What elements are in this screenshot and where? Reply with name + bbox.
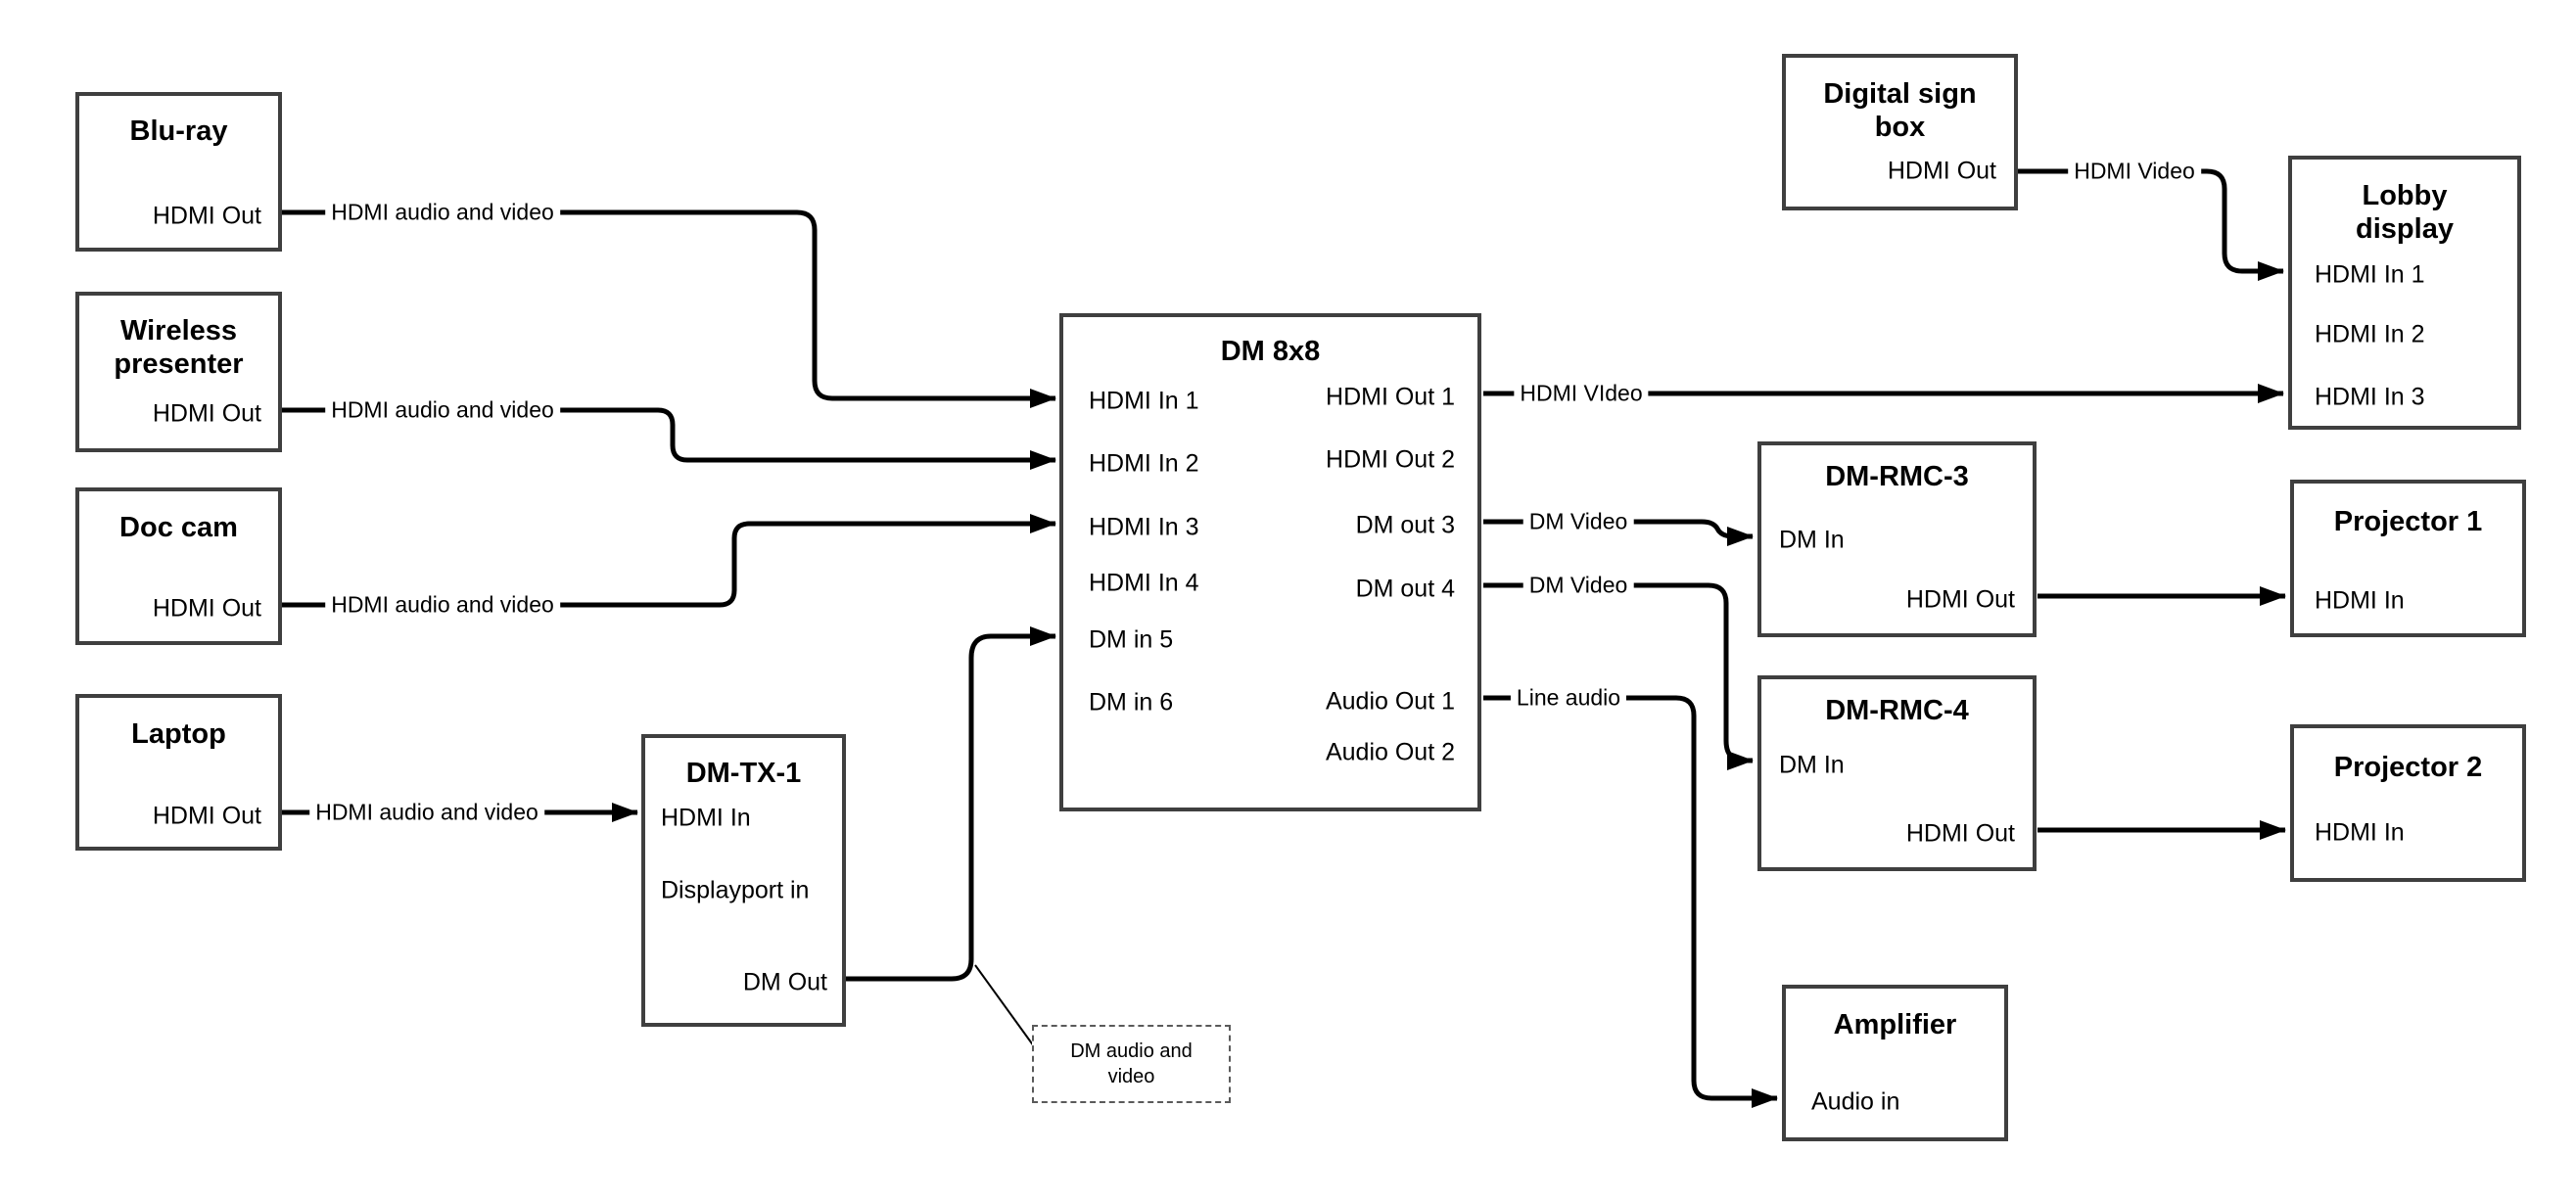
port-lobby-hdmi-in-1: HDMI In 1 — [2315, 260, 2425, 289]
edge-label-line-audio: Line audio — [1510, 684, 1627, 712]
wire-dm8x8-aout1-to-amp — [1483, 695, 1778, 1108]
wire-wireless-to-dm8x8-in2 — [281, 407, 1056, 470]
port-dm8x8-hdmi-in-2: HDMI In 2 — [1089, 449, 1199, 478]
node-doccam-title: Doc cam — [119, 511, 238, 543]
node-signbox-title: Digital sign box — [1823, 77, 1977, 143]
edge-label-hdmi-video-sign: HDMI Video — [2068, 158, 2201, 185]
port-dm8x8-hdmi-in-4: HDMI In 4 — [1089, 569, 1199, 597]
node-lobby-title: Lobby display — [2356, 179, 2454, 245]
node-dm8x8-title: DM 8x8 — [1220, 335, 1321, 367]
port-dm8x8-audio-out-1: Audio Out 1 — [1325, 687, 1455, 716]
node-wireless-presenter[interactable]: Wireless presenter HDMI Out — [75, 292, 282, 452]
port-lobby-hdmi-in-3: HDMI In 3 — [2315, 383, 2425, 411]
port-dm8x8-audio-out-2: Audio Out 2 — [1325, 738, 1455, 766]
port-dm8x8-hdmi-in-3: HDMI In 3 — [1089, 513, 1199, 541]
port-rmc3-dm-in: DM In — [1779, 526, 1845, 554]
node-rmc4-title: DM-RMC-4 — [1825, 694, 1969, 726]
port-doccam-hdmi-out: HDMI Out — [152, 594, 261, 623]
node-dm8x8[interactable]: DM 8x8 HDMI In 1 HDMI In 2 HDMI In 3 HDM… — [1059, 313, 1481, 811]
node-amplifier[interactable]: Amplifier Audio in — [1782, 985, 2008, 1141]
node-projector2-title: Projector 2 — [2333, 751, 2483, 783]
port-rmc3-hdmi-out: HDMI Out — [1905, 585, 2015, 614]
node-rmc3[interactable]: DM-RMC-3 DM In HDMI Out — [1757, 441, 2037, 637]
edge-label-bluray: HDMI audio and video — [325, 199, 560, 226]
port-dmtx1-hdmi-in: HDMI In — [661, 804, 751, 832]
edge-label-dm-video-out4: DM Video — [1522, 572, 1634, 599]
wire-signbox-to-lobby-in1 — [2018, 168, 2284, 281]
node-signbox[interactable]: Digital sign box HDMI Out — [1782, 54, 2018, 210]
port-dm8x8-dm-in-6: DM in 6 — [1089, 688, 1174, 716]
node-dmtx1-title: DM-TX-1 — [685, 757, 802, 789]
annotation-pointer-line — [974, 964, 1035, 1047]
port-bluray-hdmi-out: HDMI Out — [152, 202, 261, 230]
node-amplifier-title: Amplifier — [1833, 1008, 1957, 1040]
port-wireless-hdmi-out: HDMI Out — [152, 399, 261, 428]
node-wireless-title: Wireless presenter — [114, 314, 244, 380]
wire-bluray-to-dm8x8-in1 — [281, 209, 1056, 408]
node-dmtx1[interactable]: DM-TX-1 HDMI In Displayport in DM Out — [641, 734, 846, 1027]
port-laptop-hdmi-out: HDMI Out — [152, 802, 261, 830]
node-doccam[interactable]: Doc cam HDMI Out — [75, 487, 282, 645]
wire-dm8x8-out4-to-rmc4 — [1483, 582, 1754, 770]
edge-label-hdmi-video-out1: HDMI VIdeo — [1514, 380, 1649, 407]
port-dm8x8-hdmi-out-1: HDMI Out 1 — [1326, 383, 1455, 411]
node-rmc3-title: DM-RMC-3 — [1825, 460, 1969, 492]
node-rmc4[interactable]: DM-RMC-4 DM In HDMI Out — [1757, 675, 2037, 871]
wire-dm8x8-out3-to-rmc3 — [1483, 519, 1754, 546]
port-signbox-hdmi-out: HDMI Out — [1887, 157, 1996, 185]
edge-label-laptop: HDMI audio and video — [309, 799, 544, 826]
edge-label-wireless: HDMI audio and video — [325, 396, 560, 424]
port-dmtx1-displayport-in: Displayport in — [661, 876, 810, 904]
port-dm8x8-dm-out-4: DM out 4 — [1355, 575, 1455, 603]
edge-label-dm-video-out3: DM Video — [1522, 508, 1634, 535]
port-projector2-hdmi-in: HDMI In — [2315, 818, 2405, 847]
node-bluray[interactable]: Blu-ray HDMI Out — [75, 92, 282, 252]
port-rmc4-hdmi-out: HDMI Out — [1905, 819, 2015, 848]
node-laptop[interactable]: Laptop HDMI Out — [75, 694, 282, 851]
node-projector1-title: Projector 1 — [2333, 505, 2483, 537]
port-projector1-hdmi-in: HDMI In — [2315, 586, 2405, 615]
port-dm8x8-hdmi-in-1: HDMI In 1 — [1089, 387, 1199, 415]
port-dm8x8-dm-out-3: DM out 3 — [1355, 511, 1455, 539]
node-lobby-display[interactable]: Lobby display HDMI In 1 HDMI In 2 HDMI I… — [2288, 156, 2521, 430]
edge-label-doccam: HDMI audio and video — [325, 591, 560, 619]
annotation-dm-audio-and-video: DM audio and video — [1032, 1025, 1231, 1103]
port-dmtx1-dm-out: DM Out — [742, 968, 827, 996]
wire-doccam-to-dm8x8-in3 — [281, 514, 1056, 608]
node-projector2[interactable]: Projector 2 HDMI In — [2290, 724, 2526, 882]
port-rmc4-dm-in: DM In — [1779, 751, 1845, 779]
node-bluray-title: Blu-ray — [129, 115, 228, 147]
wire-dmtx1-to-dm8x8-in5 — [846, 626, 1056, 982]
node-projector1[interactable]: Projector 1 HDMI In — [2290, 480, 2526, 637]
node-laptop-title: Laptop — [131, 717, 226, 750]
port-lobby-hdmi-in-2: HDMI In 2 — [2315, 320, 2425, 348]
port-amplifier-audio-in: Audio in — [1811, 1087, 1900, 1116]
port-dm8x8-hdmi-out-2: HDMI Out 2 — [1326, 445, 1455, 474]
port-dm8x8-dm-in-5: DM in 5 — [1089, 625, 1174, 654]
